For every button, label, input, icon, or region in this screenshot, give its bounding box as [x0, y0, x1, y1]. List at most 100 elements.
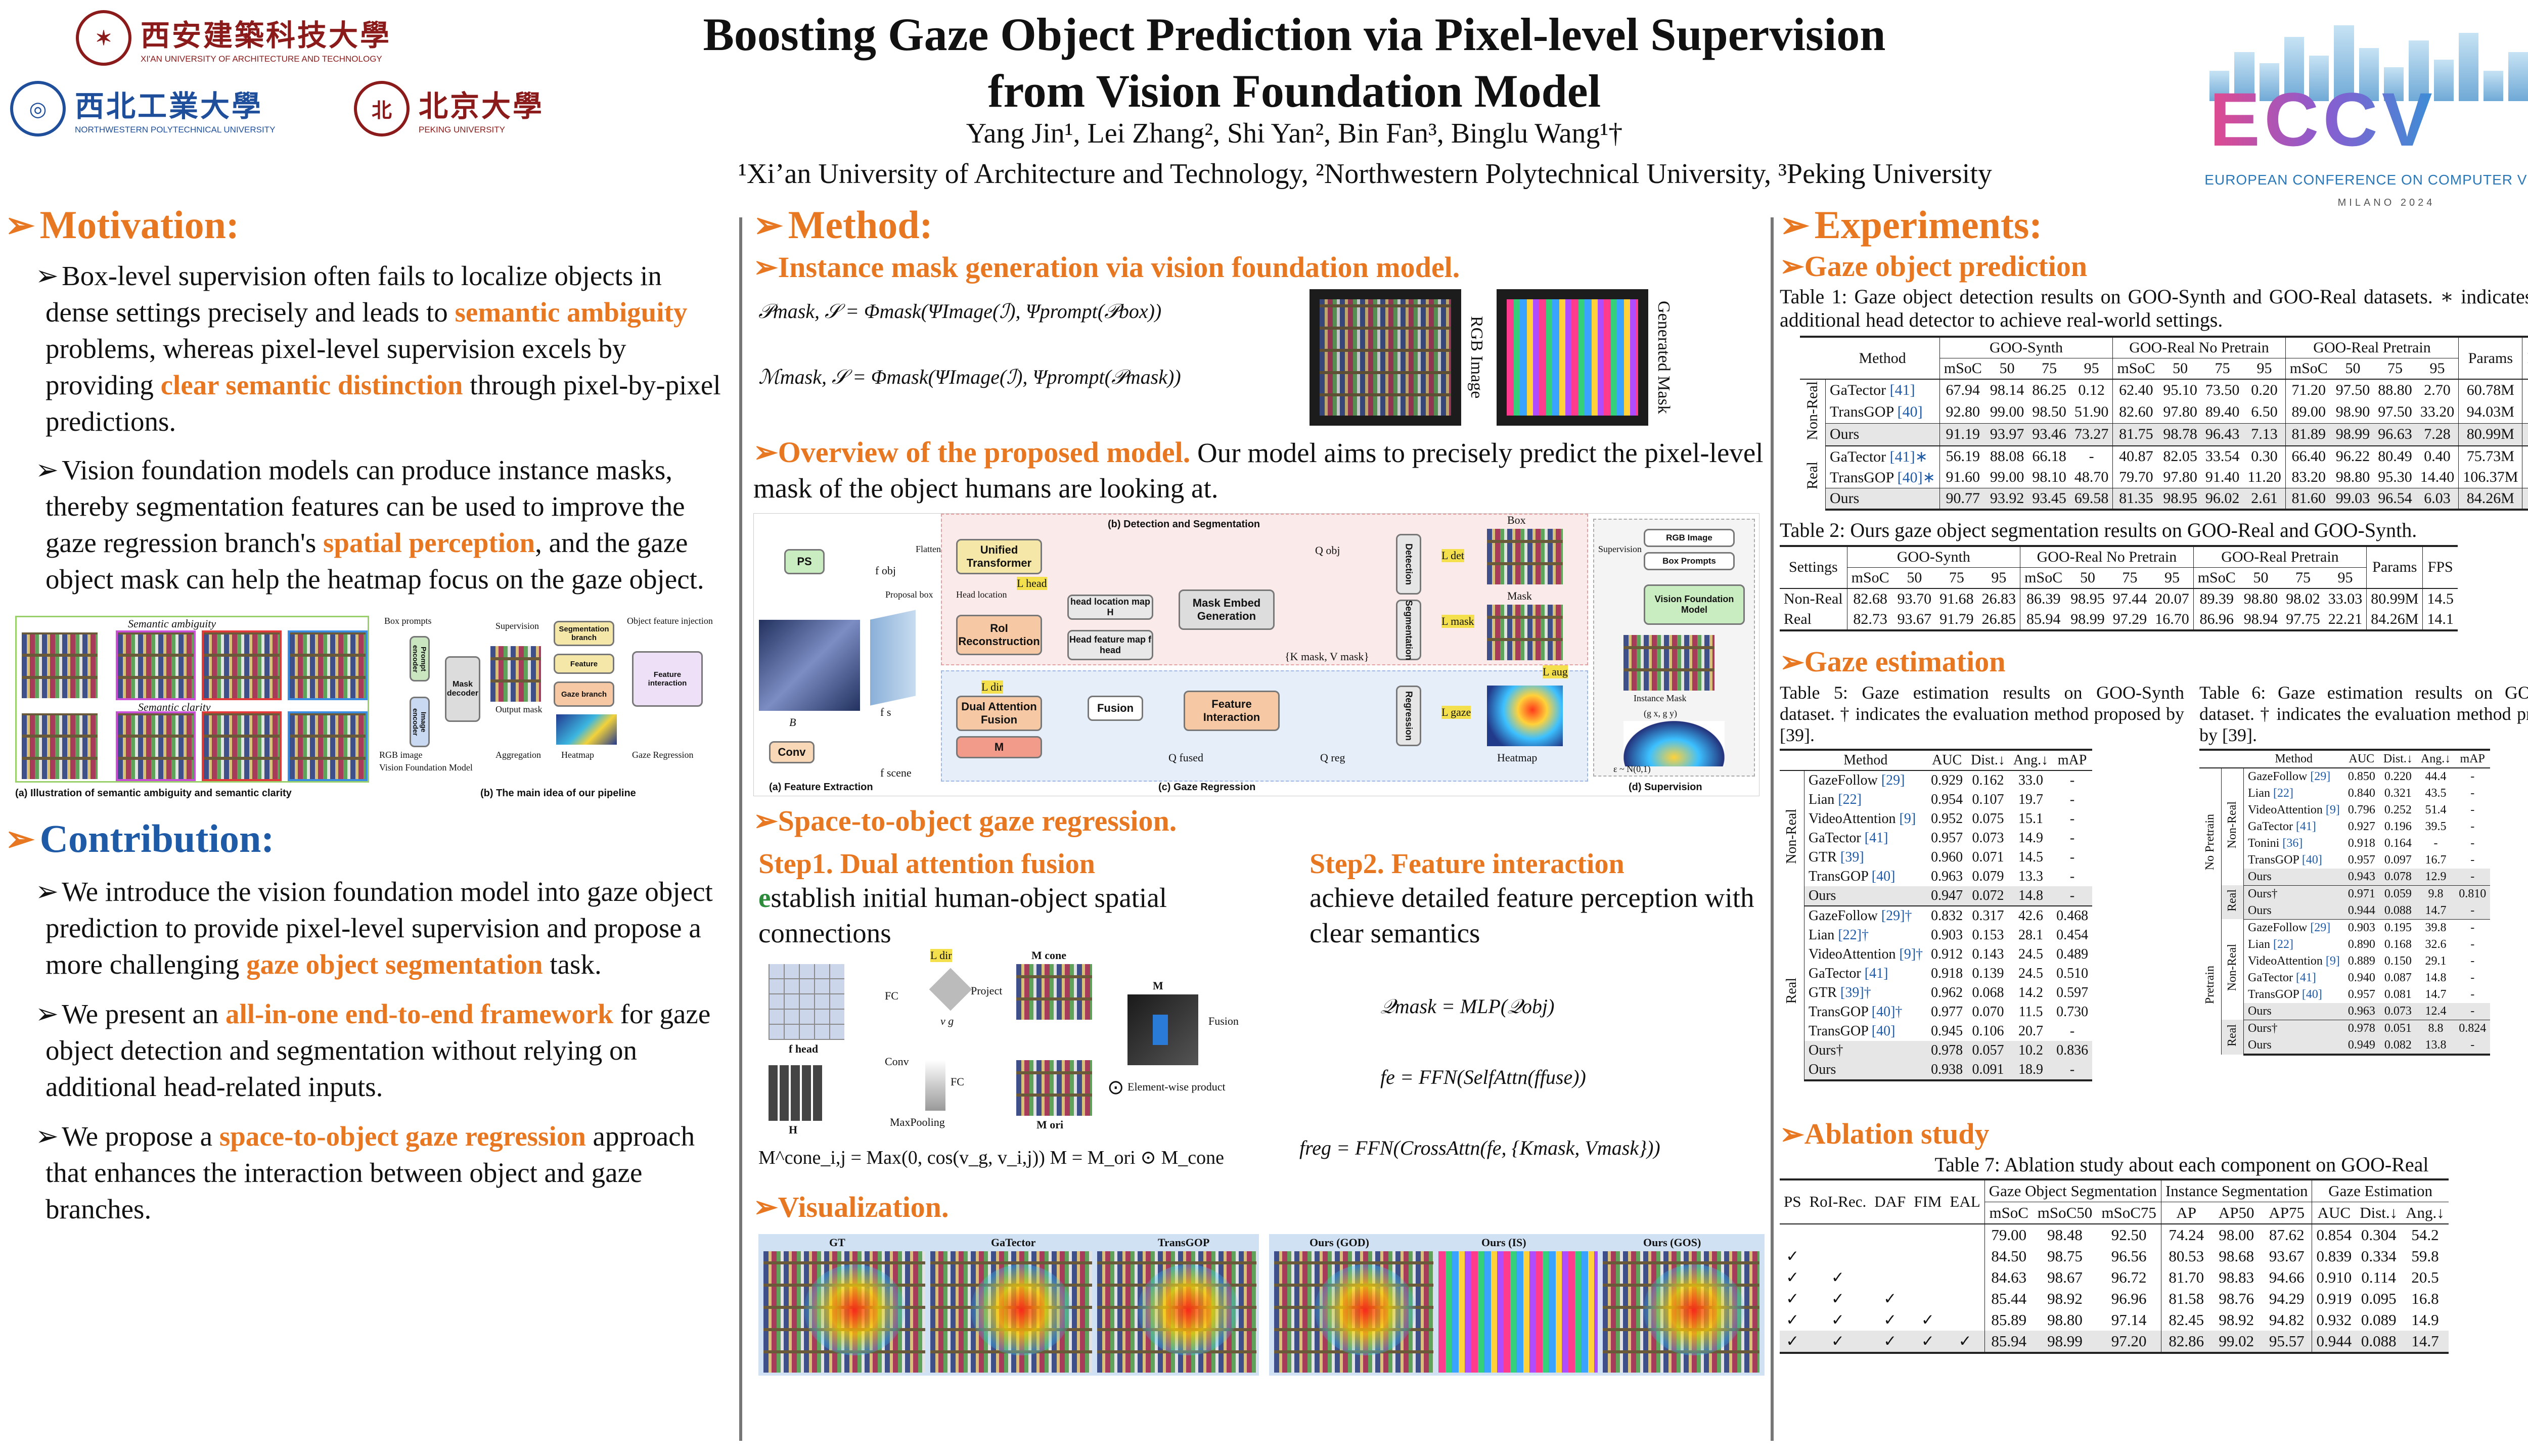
- table-cell: -: [2069, 830, 2075, 846]
- table-cell: 0.454: [2056, 927, 2089, 943]
- table-cell: 98.48: [2047, 1225, 2083, 1244]
- table-cell: 98.00: [2219, 1225, 2254, 1244]
- table-cell: 0.220: [2384, 769, 2412, 783]
- column-header: 75: [2028, 358, 2070, 380]
- visualization-title: ➢Visualization.: [753, 1190, 949, 1224]
- table-cell: 91.68: [1939, 590, 1974, 607]
- column-header: Ang.↓: [2416, 748, 2455, 768]
- equation-freg: freg = FFN(CrossAttn(fe, {Kmask, Vmask})…: [1299, 1136, 1660, 1159]
- table-cell: 98.76: [2219, 1289, 2254, 1307]
- method-name: Ours: [1804, 886, 1927, 906]
- table-cell: -: [2433, 836, 2438, 850]
- table-cell: 14.5: [2018, 849, 2043, 865]
- table-cell: 91.19: [1939, 423, 1986, 446]
- check-mark: ✓: [1946, 1330, 1985, 1354]
- table-cell: 39.5: [2425, 820, 2447, 833]
- table1-caption: Table 1: Gaze object detection results o…: [1780, 285, 2528, 331]
- column-header: 50: [2066, 567, 2109, 589]
- method-name: GaTector [41]: [1809, 830, 1888, 846]
- column-header: AP50: [2211, 1202, 2262, 1224]
- table-cell: 19.7: [2018, 791, 2043, 807]
- xauat-seal-icon: ✶: [76, 10, 131, 66]
- input-image: [759, 620, 860, 711]
- table-cell: 84.26M: [2366, 609, 2423, 631]
- check-mark: [1910, 1224, 1946, 1246]
- rgb-image-label: RGB Image: [1467, 316, 1486, 399]
- table-cell: 14.7: [2402, 1330, 2449, 1354]
- table-cell: 82.86: [2160, 1330, 2211, 1354]
- table-cell: 80.99M: [2366, 588, 2423, 609]
- table-cell: 97.80: [2163, 469, 2197, 486]
- table-cell: 81.70: [2160, 1266, 2211, 1288]
- method-name: Ours: [2243, 868, 2344, 886]
- table-cell: 0.832: [1931, 907, 1963, 924]
- table-cell: 98.50: [2032, 403, 2066, 421]
- motivation-bullet-1: ➢Box-level supervision often fails to lo…: [35, 260, 721, 437]
- table-cell: 94.66: [2269, 1268, 2305, 1286]
- table-cell: 0.957: [2348, 987, 2375, 1001]
- column-header: 50: [1985, 358, 2028, 380]
- table-cell: 96.54: [2374, 487, 2416, 511]
- check-mark: ✓: [1831, 1289, 1844, 1307]
- method-name: GazeFollow [29]†: [1809, 907, 1912, 924]
- table-cell: 94.03M: [2458, 401, 2522, 424]
- method-name: GaTector [41]: [1830, 382, 1915, 399]
- group-label: Non-Real: [2221, 919, 2244, 1020]
- method-name: GazeFollow [29]: [1809, 772, 1905, 788]
- table-cell: 0.079: [1972, 868, 2004, 884]
- column-header: mSoC: [1846, 567, 1893, 589]
- table-cell: 0.164: [2384, 836, 2412, 850]
- method-name: GaTector [41]∗: [1830, 448, 1928, 465]
- column-header: 50: [2331, 358, 2374, 380]
- table-cell: 93.92: [1985, 487, 2028, 511]
- table-cell: 18.9: [2009, 1060, 2053, 1081]
- row-label: Non-Real: [1784, 590, 1843, 607]
- method-name: VideoAttention [9]: [1809, 810, 1916, 827]
- method-name: VideoAttention [9]: [2248, 803, 2340, 816]
- table-cell: 16.70: [2151, 609, 2194, 631]
- check-mark: [1805, 1246, 1870, 1267]
- bullet-arrow-icon: ➢: [35, 998, 59, 1029]
- overview-text: Our model aims to precisely predict the …: [753, 437, 1764, 504]
- check-mark: ✓: [1831, 1310, 1844, 1329]
- column-header: mSoC: [1984, 1202, 2033, 1224]
- step2-title: Step2. Feature interaction: [1310, 848, 1624, 880]
- table-cell: 93.97: [1985, 423, 2028, 446]
- table-cell: 54.2: [2411, 1225, 2439, 1244]
- method-name: Ours: [2243, 1003, 2344, 1020]
- column-header: GOO-Real No Pretrain: [2112, 336, 2286, 358]
- column-header: mSoC: [2285, 358, 2332, 380]
- column-header: Method: [1825, 336, 1940, 380]
- table-cell: 85.89: [1984, 1309, 2033, 1331]
- table-cell: 14.9: [2411, 1310, 2439, 1329]
- table-cell: 16.8: [2411, 1289, 2439, 1307]
- clarity-label: Semantic clarity: [138, 701, 211, 713]
- method-title: ➢Method:: [753, 203, 933, 247]
- column-header: GOO-Real Pretrain: [2285, 336, 2459, 358]
- table-cell: 0.963: [2343, 1003, 2379, 1020]
- table-cell: 73.27: [2070, 423, 2113, 446]
- table-cell: 0.089: [2361, 1310, 2397, 1329]
- table-cell: 0.929: [1931, 772, 1963, 788]
- table-cell: -: [2455, 1003, 2491, 1020]
- table-cell: 99.00: [1990, 469, 2024, 486]
- table-cell: 33.20: [2420, 403, 2455, 421]
- row-label: Real: [1780, 609, 1847, 631]
- nwpu-name-cn: 西北工業大學: [75, 89, 263, 123]
- table-cell: 9.3: [2522, 445, 2528, 467]
- table-cell: 0.954: [1931, 791, 1963, 807]
